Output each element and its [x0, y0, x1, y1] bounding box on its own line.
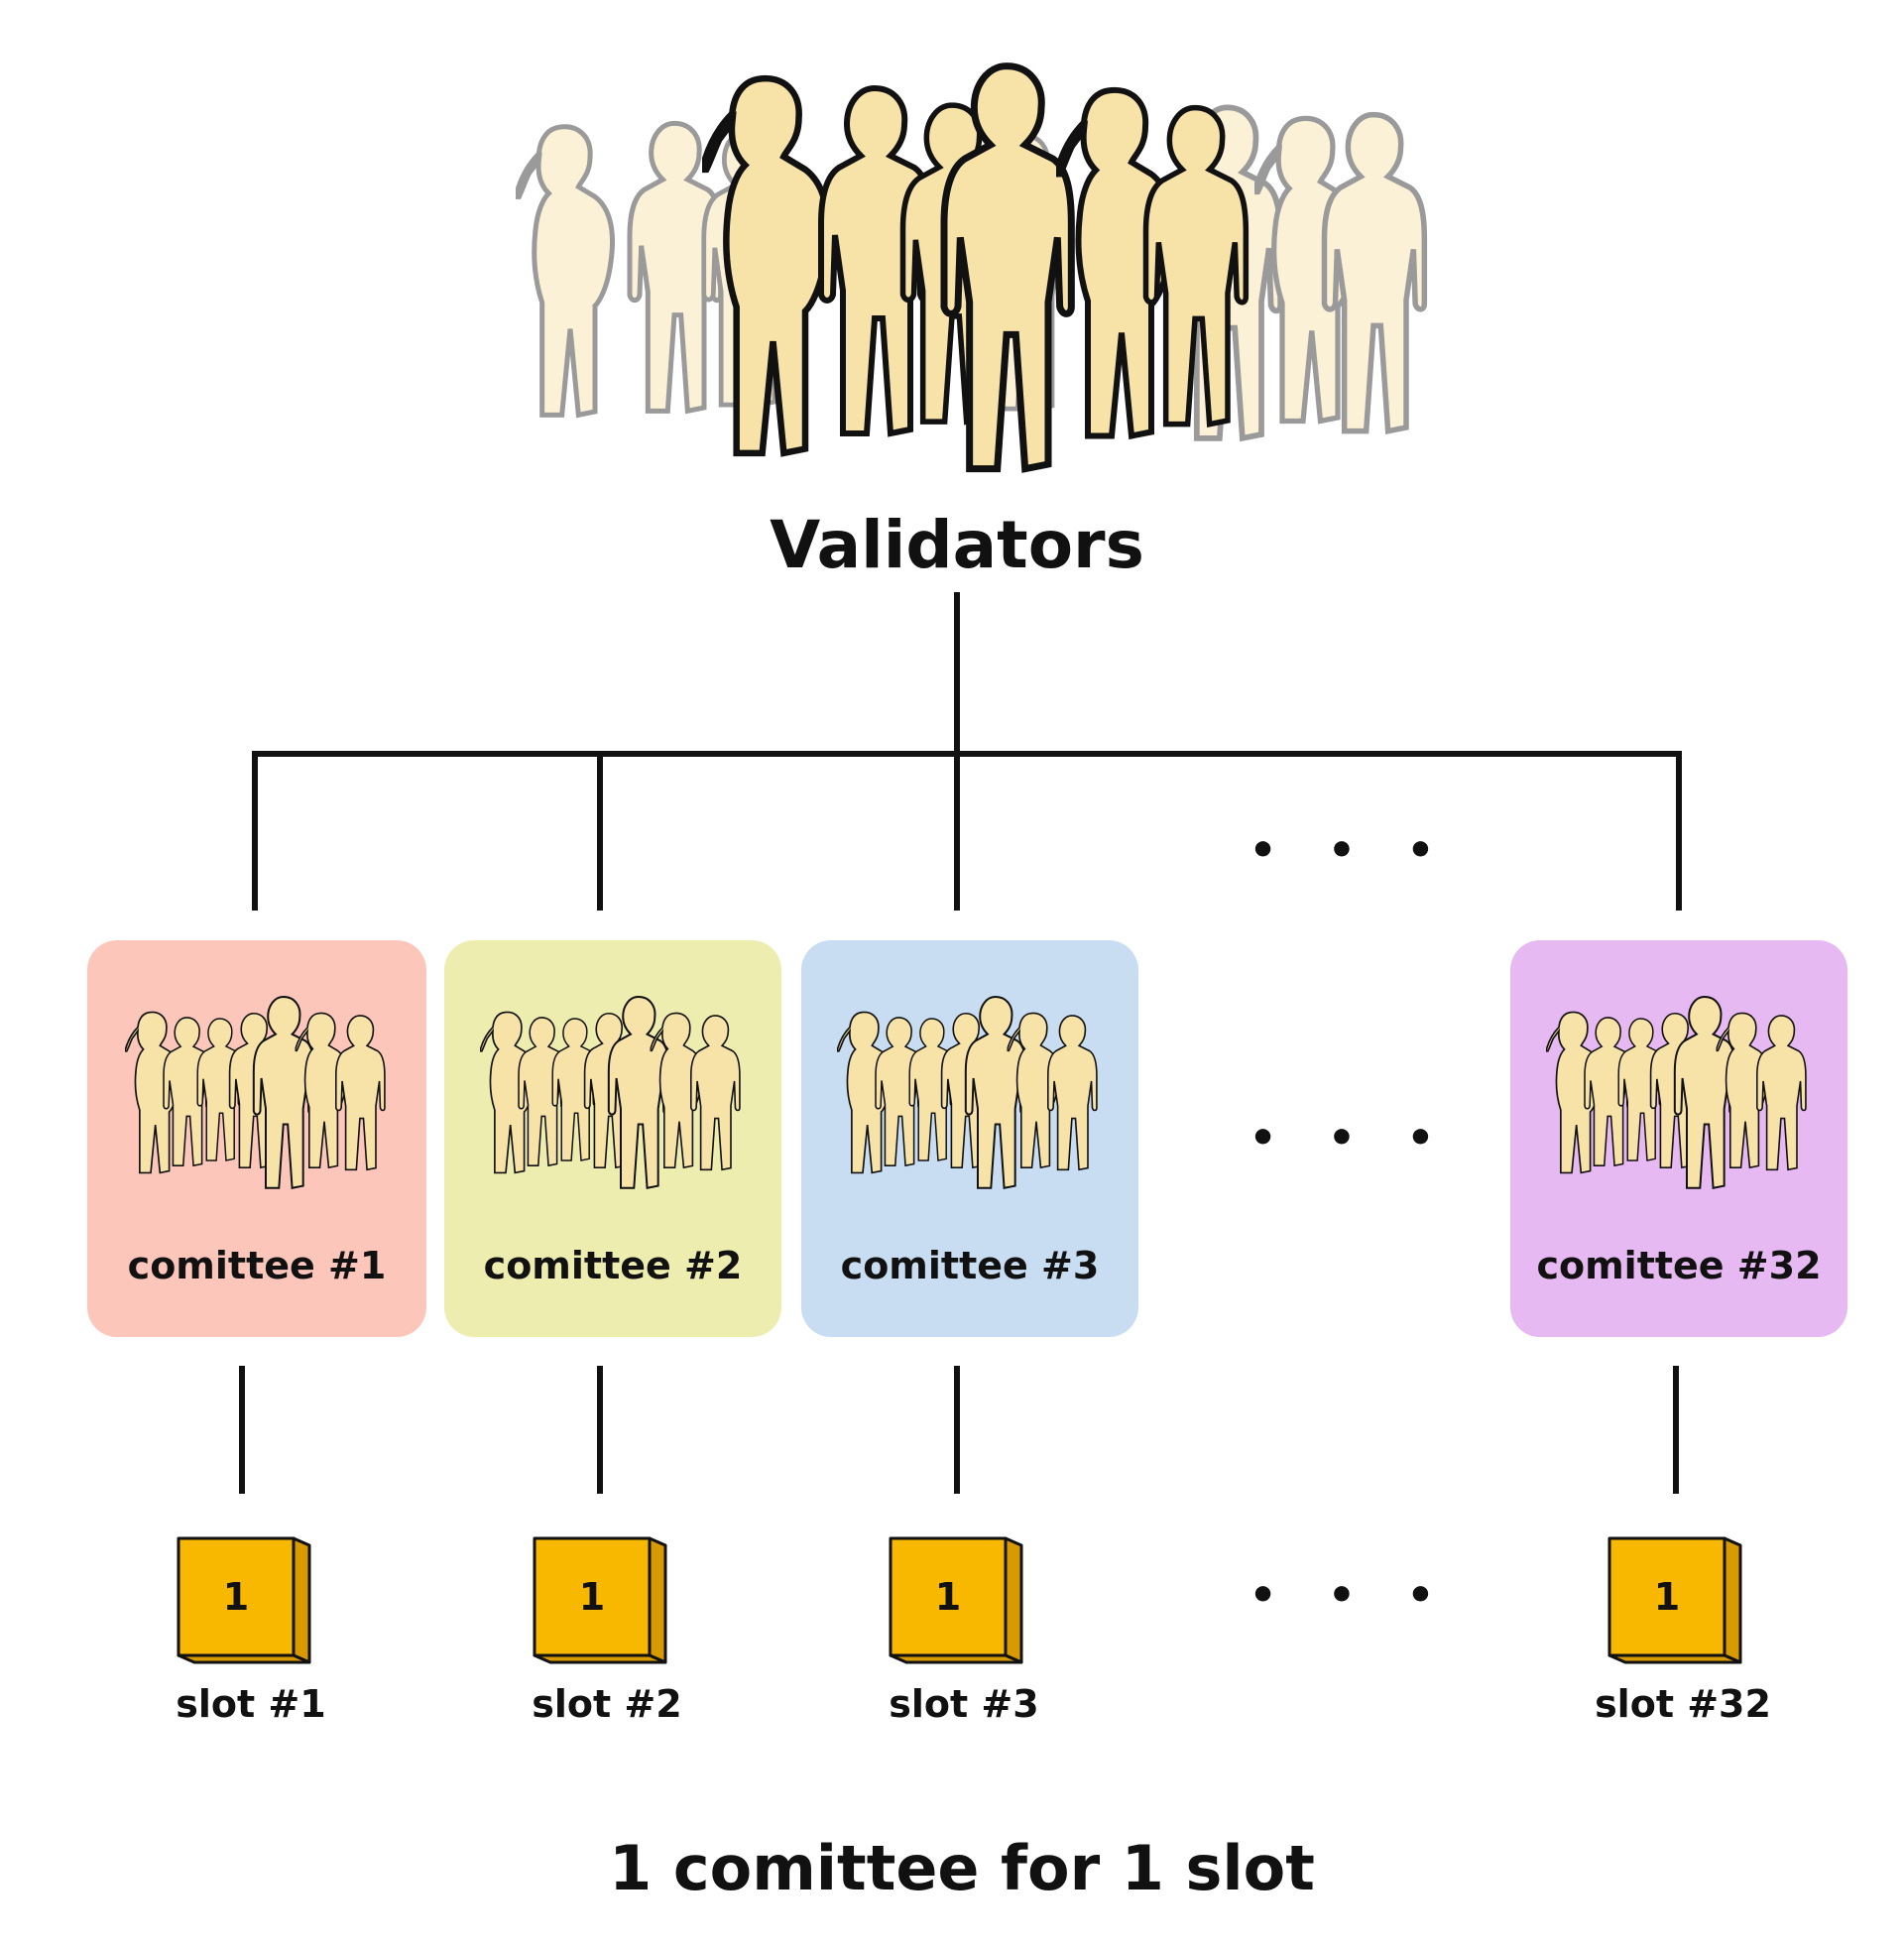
slot-value: 1 [579, 1575, 605, 1619]
committee-card-1: comittee #1 [87, 940, 426, 1337]
ellipsis-bottom: • • • [1249, 1570, 1452, 1621]
tree-connectors [239, 592, 1682, 1494]
slot-block-front [889, 1536, 1008, 1657]
committee-card-3: comittee #3 [801, 940, 1138, 1337]
slot-block-side [292, 1536, 311, 1664]
slot-value: 1 [935, 1575, 961, 1619]
committee-label: comittee #1 [128, 1244, 387, 1287]
slot-block-side [648, 1536, 667, 1664]
committee-card-32: comittee #32 [1510, 940, 1847, 1337]
ellipsis-top: • • • [1249, 825, 1452, 876]
slot-block-32: 1 [1607, 1536, 1742, 1664]
slot-block-side [1004, 1536, 1023, 1664]
slot-block-front [533, 1536, 652, 1657]
slot-block-2: 1 [533, 1536, 667, 1664]
slot-block-front [177, 1536, 296, 1657]
committee-card-2: comittee #2 [444, 940, 781, 1337]
slot-block-3: 1 [889, 1536, 1023, 1664]
person-silhouette [516, 127, 613, 416]
slot-value: 1 [1654, 1575, 1680, 1619]
slot-block-front [1607, 1536, 1726, 1657]
slot-label-3: slot #3 [889, 1682, 1038, 1726]
caption: 1 comittee for 1 slot [609, 1832, 1315, 1904]
committee-label: comittee #32 [1536, 1244, 1821, 1287]
committee-card-bg [444, 940, 781, 1337]
slot-label-1: slot #1 [176, 1682, 325, 1726]
committee-card-bg [801, 940, 1138, 1337]
slot-block-1: 1 [177, 1536, 311, 1664]
committee-card-bg [87, 940, 426, 1337]
slot-block-side [1723, 1536, 1742, 1664]
slot-label-32: slot #32 [1595, 1682, 1771, 1726]
slot-value: 1 [223, 1575, 249, 1619]
slot-label-2: slot #2 [532, 1682, 681, 1726]
committee-card-bg [1510, 940, 1847, 1337]
foreground-crowd [702, 66, 1246, 469]
committee-label: comittee #3 [841, 1244, 1100, 1287]
validators-crowd-illustration [516, 66, 1424, 469]
validators-title: Validators [770, 507, 1144, 583]
ellipsis-middle: • • • [1249, 1113, 1452, 1163]
committee-label: comittee #2 [484, 1244, 743, 1287]
